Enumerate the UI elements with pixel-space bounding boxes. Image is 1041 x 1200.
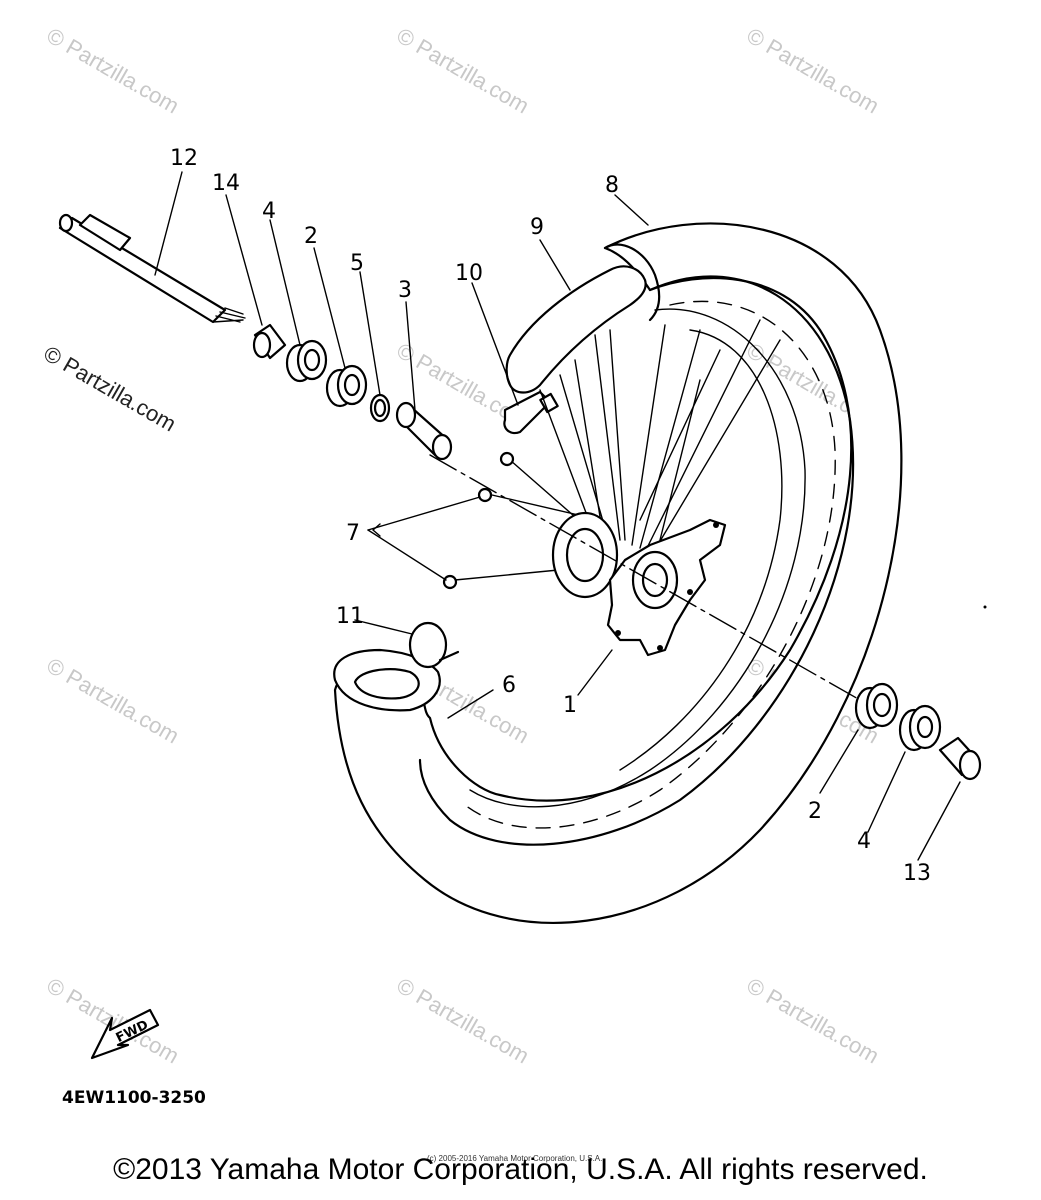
watermark: © Partzilla.com bbox=[743, 23, 884, 119]
callout-8: 8 bbox=[605, 173, 619, 198]
bearing-left bbox=[325, 364, 368, 408]
collar-left bbox=[252, 323, 287, 360]
callout-4-left: 4 bbox=[262, 199, 276, 224]
valve bbox=[503, 390, 559, 435]
callout-2-left: 2 bbox=[304, 224, 318, 249]
leader-lines bbox=[154, 171, 961, 861]
callout-1: 1 bbox=[563, 693, 577, 718]
oil-seal-right bbox=[898, 704, 942, 752]
watermark: © Partzilla.com bbox=[393, 23, 534, 119]
spokes bbox=[454, 319, 781, 581]
callout-14: 14 bbox=[212, 171, 240, 196]
axle bbox=[58, 213, 246, 324]
tube-flap bbox=[408, 621, 460, 669]
callout-5: 5 bbox=[350, 251, 364, 276]
axle-centerline bbox=[429, 454, 861, 701]
hub bbox=[551, 511, 727, 657]
spacer bbox=[395, 401, 453, 461]
callouts: 12 14 4 2 5 3 10 9 8 7 11 6 1 2 4 13 bbox=[170, 146, 931, 886]
callout-13: 13 bbox=[903, 861, 931, 886]
copyright-footer: ©2013 Yamaha Motor Corporation, U.S.A. A… bbox=[113, 1153, 928, 1186]
watermark: © Partzilla.com bbox=[43, 973, 184, 1069]
circlip bbox=[369, 393, 391, 423]
watermark: © Partzilla.com bbox=[743, 973, 884, 1069]
callout-7: 7 bbox=[346, 521, 360, 546]
tube bbox=[333, 648, 441, 712]
watermarks: © Partzilla.com © Partzilla.com © Partzi… bbox=[40, 23, 884, 1069]
callout-4-right: 4 bbox=[857, 829, 871, 854]
callout-10: 10 bbox=[455, 261, 483, 286]
oil-seal-left bbox=[285, 339, 328, 383]
callout-2-right: 2 bbox=[808, 799, 822, 824]
watermark: © Partzilla.com bbox=[393, 973, 534, 1069]
drawing-code: 4EW1100-3250 bbox=[62, 1088, 206, 1108]
watermark-dark: © Partzilla.com bbox=[40, 341, 181, 437]
callout-6: 6 bbox=[502, 673, 516, 698]
dot-mark bbox=[983, 605, 987, 609]
callout-12: 12 bbox=[170, 146, 198, 171]
small-copyright: (c) 2005-2016 Yamaha Motor Corporation, … bbox=[427, 1154, 603, 1163]
callout-11: 11 bbox=[336, 604, 364, 629]
callout-3: 3 bbox=[398, 278, 412, 303]
watermark: © Partzilla.com bbox=[43, 23, 184, 119]
spoke-nipples bbox=[442, 451, 515, 590]
bearing-right bbox=[854, 682, 899, 730]
watermark: © Partzilla.com bbox=[43, 653, 184, 749]
collar-right bbox=[938, 736, 982, 781]
callout-9: 9 bbox=[530, 215, 544, 240]
